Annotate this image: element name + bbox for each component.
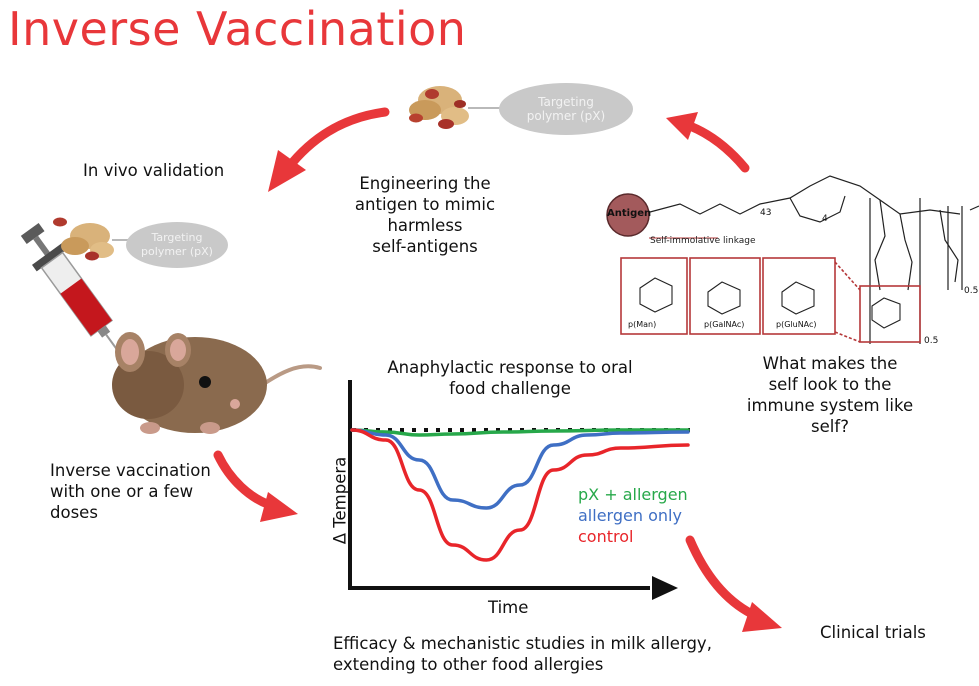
what-makes-line3: immune system like	[746, 396, 914, 415]
series-line-control	[350, 428, 690, 562]
what-makes-line2: self look to the	[768, 375, 892, 394]
targeting-polymer-pill-left: Targeting polymer (pX)	[126, 222, 228, 268]
arrow-top-right-head	[666, 112, 698, 140]
peanuts-left-image	[53, 217, 130, 261]
chart-ylabel: Δ Tempera	[330, 456, 350, 545]
series-line-allergen-only	[350, 428, 690, 510]
box-label-glunac: p(GluNAc)	[776, 320, 817, 329]
arrow-left-down	[213, 450, 275, 510]
antigen-circle	[606, 193, 650, 237]
arrow-bottom-right-head	[742, 602, 782, 632]
in-vivo-label: In vivo validation	[83, 161, 225, 180]
arrow-top-left-head	[268, 150, 306, 192]
subscript-05a: 0.5	[964, 286, 979, 296]
pill-top-line2: polymer (pX)	[526, 109, 606, 123]
arrow-top-left	[283, 107, 390, 173]
legend-allergen-only: allergen only	[578, 506, 682, 525]
efficacy-label: Efficacy & mechanistic studies in milk a…	[333, 633, 712, 675]
inverse-vacc-line3: doses	[50, 503, 98, 522]
what-makes-line1: What makes the	[762, 354, 898, 373]
box-label-galnac: p(GalNAc)	[704, 320, 745, 329]
inverse-vaccination-label: Inverse vaccination with one or a few do…	[50, 460, 211, 523]
chart-title-line2: food challenge	[449, 379, 571, 398]
chart-lines	[350, 428, 690, 562]
arrow-bottom-right	[685, 535, 757, 619]
pill-top-line1: Targeting	[538, 95, 594, 109]
engineering-line1: Engineering the	[359, 174, 491, 193]
series-line-px-allergen	[350, 428, 690, 437]
antigen-label: Antigen	[607, 208, 652, 219]
chart-legend: pX + allergen allergen only control	[578, 484, 688, 547]
engineering-line2: antigen to mimic	[354, 195, 496, 214]
engineering-line4: self-antigens	[372, 237, 478, 256]
arrow-top-right	[685, 121, 750, 173]
self-immolative-label: Self-immolative linkage	[650, 236, 756, 246]
inverse-vacc-line1: Inverse vaccination	[50, 461, 211, 480]
legend-control: control	[578, 527, 634, 546]
what-makes-label: What makes the self look to the immune s…	[745, 353, 915, 437]
engineering-label: Engineering the antigen to mimic harmles…	[330, 173, 520, 257]
chart-xlabel: Time	[488, 598, 529, 617]
page-title: Inverse Vaccination	[8, 2, 467, 56]
mouse-image	[112, 332, 322, 434]
pill-left-line2: polymer (pX)	[141, 245, 213, 258]
inverse-vacc-line2: with one or a few	[50, 482, 194, 501]
subscript-43: 43	[760, 208, 772, 218]
syringe-image	[20, 222, 126, 362]
chart-title-line1: Anaphylactic response to oral	[387, 358, 633, 377]
efficacy-line1: Efficacy & mechanistic studies in milk a…	[333, 634, 712, 653]
peanuts-top-image	[409, 86, 500, 129]
subscript-05b: 0.5	[924, 336, 939, 346]
subscript-4: 4	[822, 214, 828, 224]
what-makes-line4: self?	[811, 417, 849, 436]
efficacy-line2: extending to other food allergies	[333, 655, 604, 674]
chem-boxes	[620, 237, 921, 343]
sugar-rings	[639, 277, 901, 329]
polymer-structure	[649, 175, 979, 344]
pill-left-line1: Targeting	[151, 231, 203, 244]
cycle-arrows	[213, 107, 782, 632]
targeting-polymer-pill-top: Targeting polymer (pX)	[499, 83, 633, 135]
legend-px-allergen: pX + allergen	[578, 485, 688, 504]
arrow-left-down-head	[260, 492, 298, 522]
engineering-line3: harmless	[387, 216, 463, 235]
box-label-man: p(Man)	[628, 320, 657, 329]
clinical-trials-label: Clinical trials	[820, 623, 926, 642]
chart-title: Anaphylactic response to oral food chall…	[360, 357, 660, 399]
